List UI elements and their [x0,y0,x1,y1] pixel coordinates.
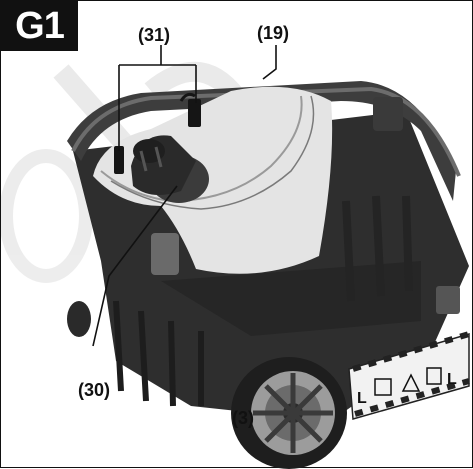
bag-clips [114,92,201,174]
svg-text:L: L [357,390,367,407]
callout-31: (31) [138,25,171,45]
warning-label: L L [348,331,470,420]
callout-19: (19) [257,23,290,43]
connector-elbow [131,135,209,203]
filter-bag [93,86,333,274]
wheel [67,301,347,469]
callout-30: (30) [78,380,111,400]
leader-lines [92,45,277,347]
svg-text:L: L [447,371,457,388]
figure-label: G1 [1,1,78,51]
callout-3: (3) [232,408,254,428]
